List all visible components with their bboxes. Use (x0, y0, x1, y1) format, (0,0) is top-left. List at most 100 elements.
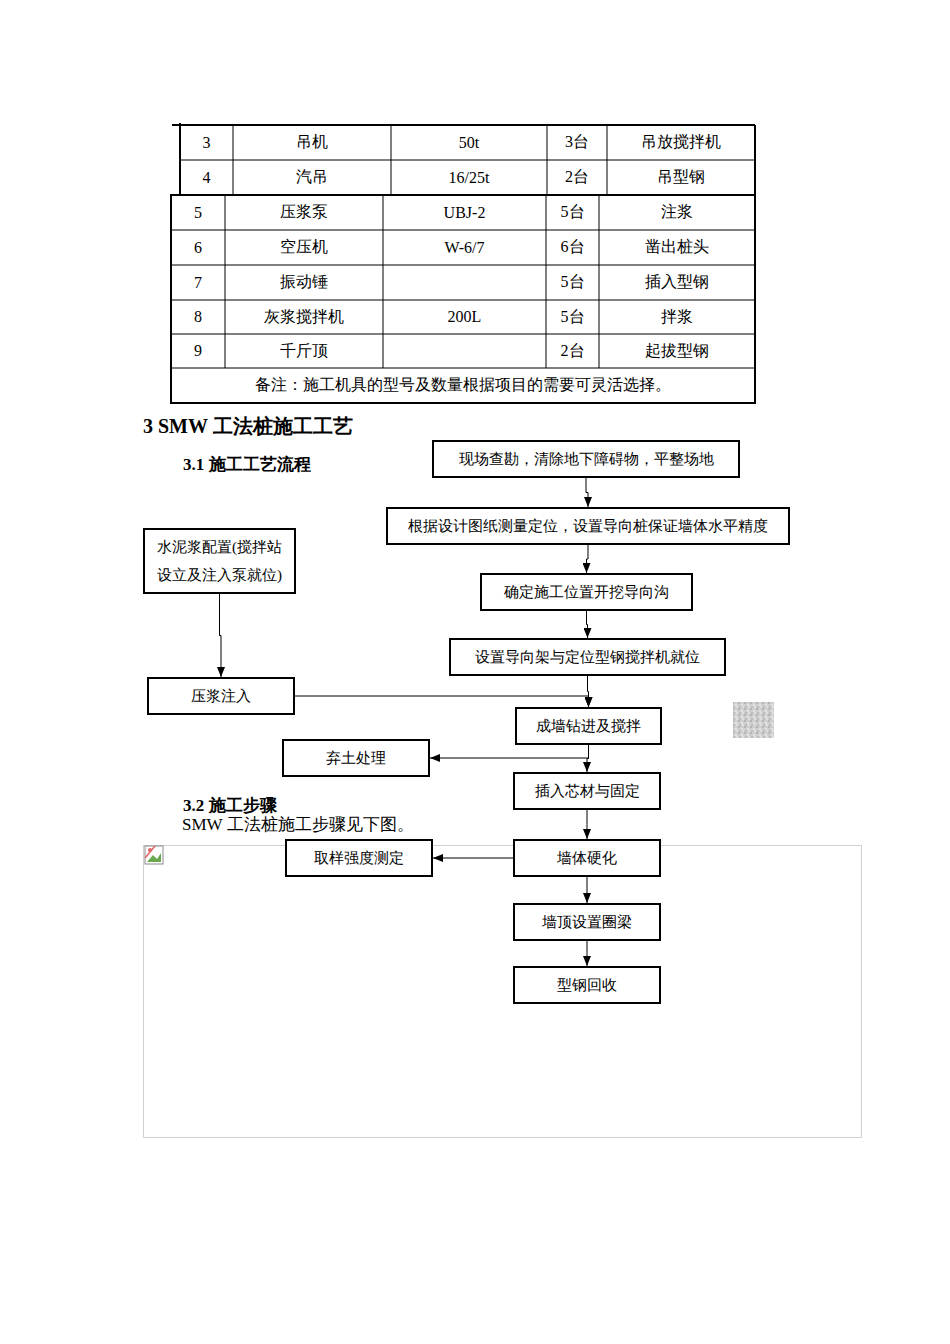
table-cell: 空压机 (226, 230, 382, 265)
process-box: 插入芯材与固定 (513, 772, 661, 810)
table-cell: 压浆泵 (226, 195, 382, 230)
box-text: 确定施工位置开挖导向沟 (504, 578, 669, 606)
process-box: 确定施工位置开挖导向沟 (480, 573, 693, 611)
cell-text: 凿出桩头 (645, 237, 709, 258)
flow-arrow (587, 877, 588, 903)
table-cell: 凿出桩头 (600, 230, 754, 265)
table-cell: 6 (172, 230, 224, 265)
cell-text: 50t (459, 134, 479, 152)
process-box: 现场查勘，清除地下障碍物，平整场地 (432, 440, 740, 478)
section-heading: 3.1 施工工艺流程 (183, 454, 311, 476)
table-cell: 2台 (547, 334, 598, 368)
cell-text: 4 (203, 169, 211, 187)
table-cell: 灰浆搅拌机 (226, 300, 382, 334)
cell-text: 7 (194, 274, 202, 292)
table-cell: 5台 (547, 195, 598, 230)
cell-text: 5 (194, 204, 202, 222)
cell-text: 5台 (561, 272, 585, 293)
table-cell: 50t (392, 125, 546, 160)
table-cell: W-6/7 (384, 230, 545, 265)
cell-text: 200L (448, 308, 482, 326)
process-box: 成墙钻进及搅拌 (515, 707, 662, 745)
cell-text: 拌浆 (661, 307, 693, 328)
table-cell: 6台 (547, 230, 598, 265)
box-text: 成墙钻进及搅拌 (536, 712, 641, 740)
table-cell: 3 (181, 125, 232, 160)
table-cell: 200L (384, 300, 545, 334)
process-box: 根据设计图纸测量定位，设置导向桩保证墙体水平精度 (386, 507, 790, 545)
cell-text: UBJ-2 (444, 204, 486, 222)
table-cell: 5台 (547, 265, 598, 300)
cell-text: 振动锤 (280, 272, 328, 293)
flow-arrow (220, 594, 222, 677)
cell-text: 灰浆搅拌机 (264, 307, 344, 328)
cell-text: 3 (203, 134, 211, 152)
table-cell: 8 (172, 300, 224, 334)
body-text: SMW 工法桩施工步骤见下图。 (182, 814, 414, 836)
box-text: 墙顶设置圈梁 (542, 908, 632, 936)
cell-text: 千斤顶 (280, 341, 328, 362)
box-text: 压浆注入 (191, 682, 251, 710)
process-box: 取样强度测定 (285, 839, 433, 877)
cell-text: 5台 (561, 202, 585, 223)
box-text: 水泥浆配置(搅拌站 设立及注入泵就位) (151, 533, 288, 589)
cell-text: 6台 (561, 237, 585, 258)
process-box: 墙顶设置圈梁 (513, 903, 661, 941)
process-box: 设置导向架与定位型钢搅拌机就位 (449, 638, 726, 676)
table-cell: 拌浆 (600, 300, 754, 334)
table-cell: 振动锤 (226, 265, 382, 300)
cell-text: 压浆泵 (280, 202, 328, 223)
cell-text: W-6/7 (445, 239, 485, 257)
flow-arrow (586, 478, 588, 507)
box-text: 根据设计图纸测量定位，设置导向桩保证墙体水平精度 (408, 512, 768, 540)
section-heading: 3 SMW 工法桩施工工艺 (143, 415, 353, 437)
cell-text: 9 (194, 342, 202, 360)
table-cell: 汽吊 (234, 160, 390, 195)
section-heading: 3.2 施工步骤 (183, 795, 277, 817)
table-cell: 5台 (547, 300, 598, 334)
cell-text: 3台 (565, 132, 589, 153)
cell-text: 2台 (565, 167, 589, 188)
table-cell: 5 (172, 195, 224, 230)
table-cell: 起拔型钢 (600, 334, 754, 368)
cell-text: 起拔型钢 (645, 341, 709, 362)
table-cell: 2台 (548, 160, 606, 195)
box-text: 墙体硬化 (557, 844, 617, 872)
process-box: 压浆注入 (147, 677, 295, 715)
cell-text: 空压机 (280, 237, 328, 258)
flow-arrow (295, 696, 589, 707)
box-text: 弃土处理 (326, 744, 386, 772)
flow-arrow (587, 810, 588, 839)
flow-arrow (433, 858, 513, 859)
flow-arrow (430, 745, 589, 758)
flow-arrow (587, 611, 588, 638)
box-text: 现场查勘，清除地下障碍物，平整场地 (459, 445, 714, 473)
table-cell: 3台 (548, 125, 606, 160)
cell-text: 2台 (561, 341, 585, 362)
cell-text: 汽吊 (296, 167, 328, 188)
table-cell: 4 (181, 160, 232, 195)
cell-text: 插入型钢 (645, 272, 709, 293)
flow-arrow (587, 941, 588, 966)
box-text: 取样强度测定 (314, 844, 404, 872)
flow-arrow (587, 545, 589, 573)
noise-patch (733, 702, 774, 738)
cell-text: 5台 (561, 307, 585, 328)
table-cell: 9 (172, 334, 224, 368)
table-cell: 7 (172, 265, 224, 300)
table-cell: 千斤顶 (226, 334, 382, 368)
cell-text: 备注：施工机具的型号及数量根据项目的需要可灵活选择。 (255, 375, 671, 396)
table-cell: 吊放搅拌机 (608, 125, 754, 160)
box-text: 型钢回收 (557, 971, 617, 999)
table-cell: 16/25t (392, 160, 546, 195)
cell-text: 16/25t (449, 169, 490, 187)
cell-text: 吊型钢 (657, 167, 705, 188)
table-cell: 备注：施工机具的型号及数量根据项目的需要可灵活选择。 (172, 368, 754, 403)
box-text: 设置导向架与定位型钢搅拌机就位 (475, 643, 700, 671)
table-cell: 注浆 (600, 195, 754, 230)
cell-text: 6 (194, 239, 202, 257)
table-cell: 吊型钢 (608, 160, 754, 195)
cell-text: 吊放搅拌机 (641, 132, 721, 153)
process-box: 弃土处理 (282, 739, 430, 777)
cell-text: 8 (194, 308, 202, 326)
